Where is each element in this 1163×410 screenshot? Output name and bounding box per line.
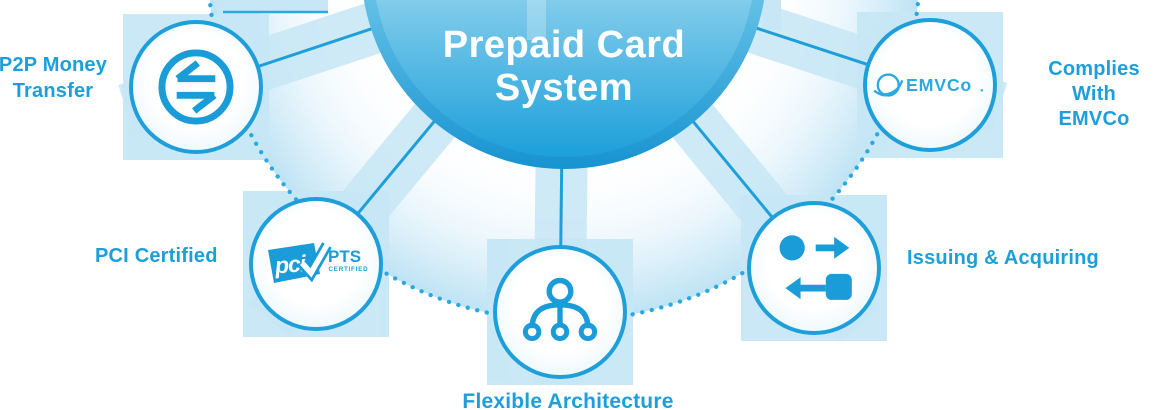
pts-text: PTS bbox=[328, 247, 361, 266]
node-flexible-circle bbox=[493, 245, 627, 379]
diagram-title-line2: System bbox=[494, 67, 634, 109]
pci-pts-logo: pci PTS CERTIFIED bbox=[268, 242, 369, 283]
node-label-flexible: Flexible Architecture bbox=[462, 390, 674, 410]
swap-arrows-icon bbox=[158, 49, 234, 125]
node-pci-circle: pci PTS CERTIFIED bbox=[249, 197, 383, 331]
diagram-title: Prepaid Card System bbox=[413, 24, 715, 110]
node-issuing-circle bbox=[747, 201, 881, 335]
certified-text: CERTIFIED bbox=[329, 266, 369, 273]
node-p2p-circle bbox=[129, 20, 263, 154]
hierarchy-icon bbox=[522, 277, 598, 342]
node-emvco-circle: EMVCo bbox=[863, 18, 997, 152]
shapes-exchange-icon bbox=[779, 235, 852, 300]
node-label-pci: PCI Certified bbox=[95, 245, 218, 267]
diagram-title-line1: Prepaid Card bbox=[442, 24, 686, 66]
emvco-globe-logo: EMVCo bbox=[873, 73, 984, 97]
node-label-emvco: Complies With EMVCo bbox=[1048, 58, 1140, 130]
node-label-issuing: Issuing & Acquiring bbox=[907, 247, 1099, 269]
emvco-logo-text: EMVCo bbox=[906, 75, 972, 95]
node-label-p2p: P2P Money Transfer bbox=[0, 54, 108, 102]
hub-blob bbox=[363, 0, 765, 169]
